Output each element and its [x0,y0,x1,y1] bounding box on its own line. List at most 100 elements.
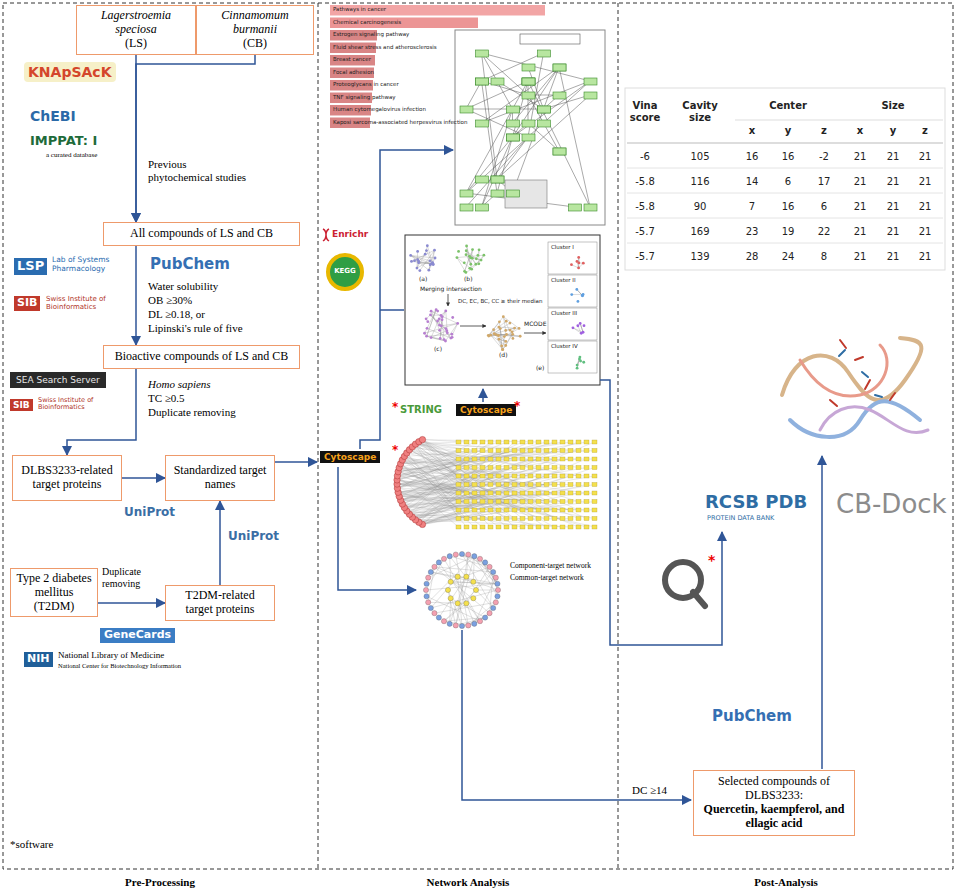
target-node [464,500,469,504]
target-node [456,517,461,521]
network-node [463,261,466,264]
target-node [456,508,461,512]
table-cell: -5.7 [635,251,655,263]
network-edge [427,328,451,338]
target-node [592,525,597,529]
network-edge [401,468,587,501]
target-node [512,474,517,478]
enrichr-icon [323,229,329,241]
table-header: Vina score [625,100,665,123]
network-node [495,581,500,586]
network-edge [498,335,502,349]
target-node [552,466,557,470]
logo-text: PROTEIN DATA BANK [707,515,774,522]
target-node [480,449,485,453]
column-heading: Pre-Processing [125,876,195,889]
target-node [544,449,549,453]
figure-label: (c) [434,346,442,353]
network-node [425,317,428,320]
target-node [552,508,557,512]
annotation-text: Previous phytochemical studies [148,158,248,183]
figure-label: Cluster III [551,310,577,316]
table-header: Cavity size [678,100,722,123]
network-node [430,336,433,339]
pathway-link [482,53,529,95]
network-node [431,262,434,265]
target-node [536,466,541,470]
network-node [426,575,431,580]
network-node [483,615,488,620]
target-node [568,474,573,478]
target-node [536,517,541,521]
target-node [472,491,477,495]
target-node [584,491,589,495]
target-node [456,500,461,504]
network-edge [469,256,481,260]
network-edge [577,357,580,368]
target-node [568,466,573,470]
box-text: Standardized target names [171,464,269,492]
network-edge [417,261,430,268]
network-node [468,267,471,270]
target-node [456,440,461,444]
target-node [536,508,541,512]
gene-box [522,92,535,99]
flow-arrow [275,461,317,463]
network-node [501,348,504,351]
network-node [518,327,521,330]
target-node [472,440,477,444]
network-edge [462,618,485,626]
table-rule [627,243,943,244]
network-node [423,587,428,592]
network-node [455,574,460,579]
network-node [576,324,579,327]
table-header: z [821,125,827,137]
target-node [456,474,461,478]
network-edge [428,602,466,603]
gene-box [476,78,489,85]
table-cell: 6 [821,201,827,213]
network-edge [399,442,530,496]
gene-box [507,106,520,113]
target-node [464,440,469,444]
network-edge [451,598,485,617]
figure-label: Cluster II [551,277,576,283]
target-node [552,474,557,478]
target-node [512,483,517,487]
network-node [426,600,431,605]
target-node [480,525,485,529]
bar [330,68,374,79]
software-mark: * [514,400,520,414]
target-node [480,508,485,512]
annotation-text: Common-target network [510,574,584,583]
target-node [568,457,573,461]
network-node [416,267,419,270]
gene-box [460,106,473,113]
gene-box [491,176,504,183]
target-node [544,474,549,478]
network-edge [438,311,446,321]
target-node [512,508,517,512]
network-node [478,248,481,251]
gene-box [522,134,535,141]
network-edge [472,255,484,269]
target-node [520,474,525,478]
network-node [500,345,503,348]
network-node [427,269,430,272]
network-edge [433,250,435,263]
figure-label: Cluster IV [551,343,578,349]
bar [330,5,545,16]
network-node [436,320,439,323]
network-edge [444,603,466,621]
target-node [472,517,477,521]
network-edge [398,442,570,472]
target-node [584,474,589,478]
target-node [520,491,525,495]
target-node [584,508,589,512]
annotation-text: a curated database [46,151,97,159]
network-node [497,334,500,337]
network-node [438,329,441,332]
flow-arrow [482,389,484,402]
network-edge [412,442,594,517]
